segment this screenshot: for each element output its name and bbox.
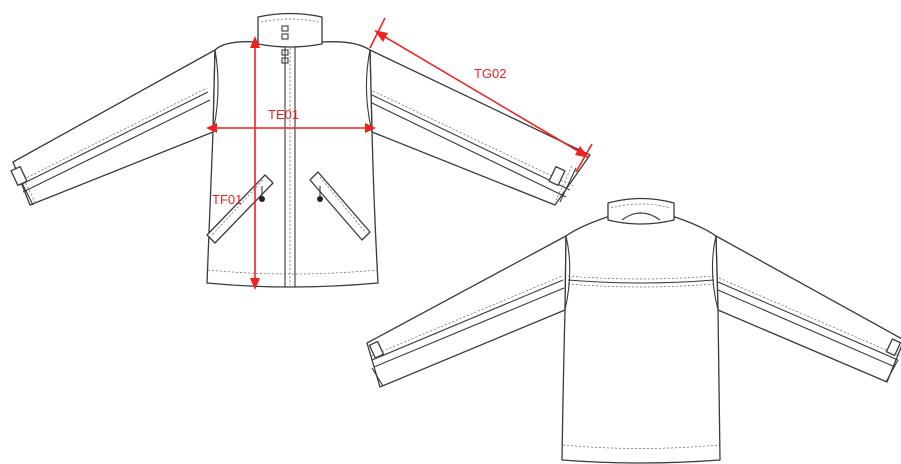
- measurement-lines: TE01 TF01 TG02: [206, 17, 593, 290]
- back-right-cuff-tab: [885, 338, 901, 357]
- right-pocket-zip-pull: [317, 196, 323, 202]
- sleeve-measure-label: TG02: [474, 66, 507, 81]
- front-left-cuff-tab: [10, 165, 28, 187]
- back-collar: [607, 197, 675, 225]
- back-yoke: [567, 279, 715, 284]
- front-collar: [257, 12, 323, 48]
- front-left-pocket: [206, 174, 274, 244]
- back-right-sleeve: [715, 235, 901, 383]
- sleeve-tick-top: [369, 17, 386, 49]
- back-body: [561, 215, 721, 464]
- front-view: [10, 12, 591, 288]
- back-view: [366, 197, 901, 464]
- chest-measure-label: TE01: [268, 107, 299, 122]
- chest-arrow-left: [206, 123, 217, 133]
- length-arrow-top: [250, 36, 260, 48]
- back-left-cuff-tab: [368, 340, 385, 359]
- front-right-cuff-tab: [548, 165, 566, 187]
- front-right-pocket: [309, 171, 371, 241]
- length-measure-label: TF01: [212, 192, 242, 207]
- chest-arrow-right: [365, 123, 376, 133]
- left-pocket-zip-pull: [259, 196, 265, 202]
- front-body: [206, 41, 379, 288]
- length-arrow-bottom: [250, 278, 260, 290]
- back-left-sleeve: [366, 235, 567, 388]
- sleeve-tick-bottom: [575, 143, 593, 173]
- sleeve-measure-line: [379, 33, 584, 155]
